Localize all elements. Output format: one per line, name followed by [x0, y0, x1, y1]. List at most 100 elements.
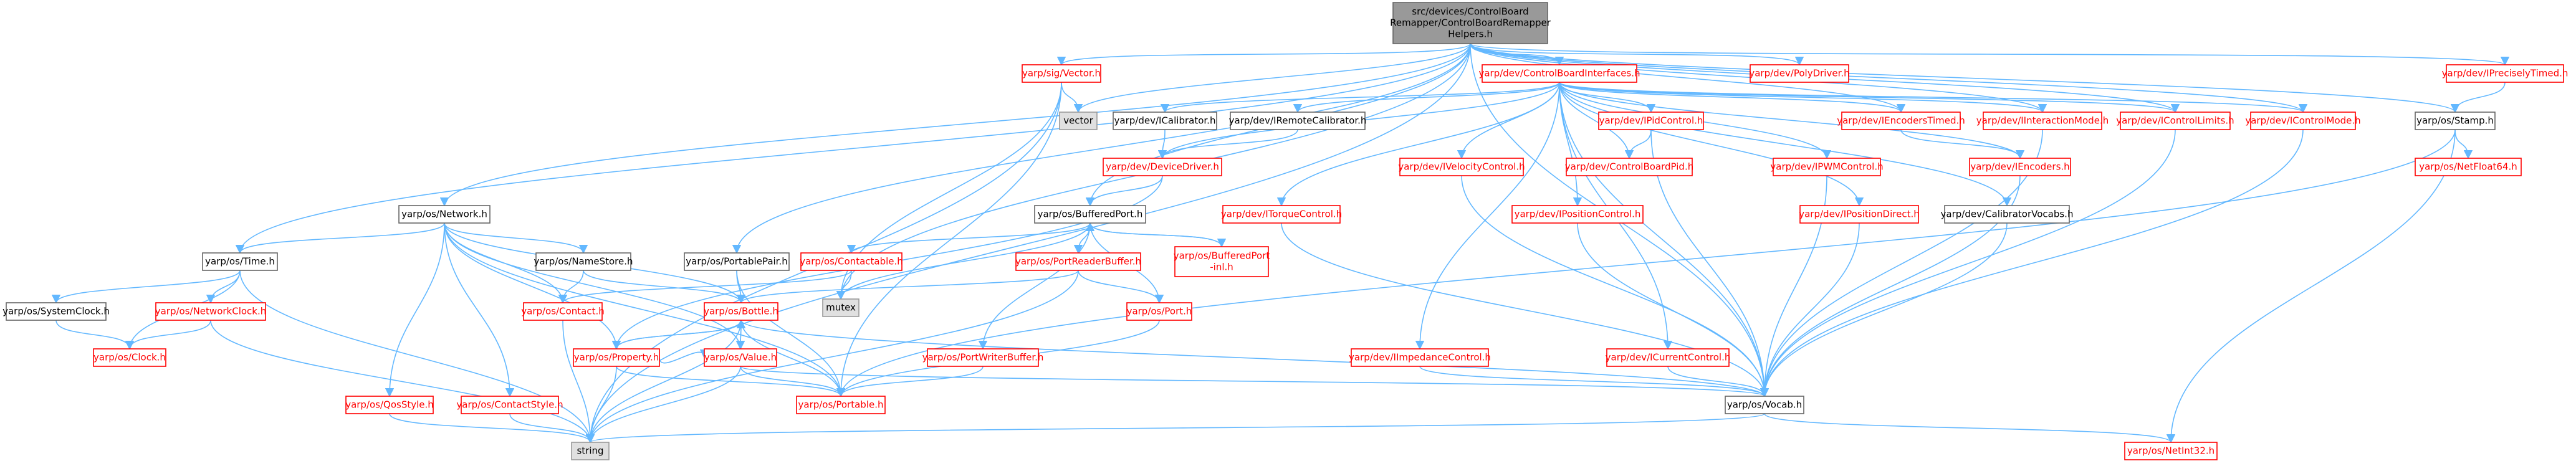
edge-stamp-to-netint32 — [2166, 129, 2456, 444]
node-contactable[interactable]: yarp/os/Contactable.h — [800, 252, 903, 271]
node-box-ipositiondirect — [1799, 205, 1919, 224]
node-label-ipwm: yarp/dev/IPWMControl.h — [1770, 161, 1883, 173]
node-label-sig_vector: yarp/sig/Vector.h — [1022, 68, 1101, 79]
node-namestore[interactable]: yarp/os/NameStore.h — [534, 252, 633, 271]
node-polydriver[interactable]: yarp/dev/PolyDriver.h — [1749, 64, 1850, 83]
node-ipositioncontrol[interactable]: yarp/dev/IPositionControl.h — [1511, 205, 1644, 224]
node-bufferedport[interactable]: yarp/os/BufferedPort.h — [1034, 205, 1146, 224]
node-netfloat64[interactable]: yarp/os/NetFloat64.h — [2415, 158, 2522, 176]
node-contact[interactable]: yarp/os/Contact.h — [521, 302, 605, 321]
node-label-mutex: mutex — [826, 302, 856, 313]
node-networkclock[interactable]: yarp/os/NetworkClock.h — [155, 302, 267, 321]
node-time[interactable]: yarp/os/Time.h — [202, 252, 278, 271]
node-label-polydriver: yarp/dev/PolyDriver.h — [1749, 68, 1849, 79]
node-stamp[interactable]: yarp/os/Stamp.h — [2415, 112, 2496, 130]
node-box-portreaderbuffer — [1015, 252, 1141, 271]
edge-value-to-string — [585, 366, 741, 444]
node-netint32[interactable]: yarp/os/NetInt32.h — [2124, 442, 2218, 460]
node-property[interactable]: yarp/os/Property.h — [573, 348, 660, 367]
node-mutex: mutex — [822, 298, 859, 317]
edge-iremotecal-to-devicedriver — [1157, 129, 1298, 159]
node-label-iremotecal: yarp/dev/IRemoteCalibrator.h — [1229, 115, 1367, 126]
node-box-iencoders — [1969, 158, 2071, 176]
node-iencoderstimed[interactable]: yarp/dev/IEncodersTimed.h — [1837, 112, 1965, 130]
node-iremotecal[interactable]: yarp/dev/IRemoteCalibrator.h — [1229, 112, 1367, 130]
node-iinteraction[interactable]: yarp/dev/IInteractionMode.h — [1976, 112, 2109, 130]
edge-portreaderbuffer-to-port — [1078, 270, 1164, 304]
node-label-iinteraction: yarp/dev/IInteractionMode.h — [1976, 115, 2109, 126]
node-itorque[interactable]: yarp/dev/ITorqueControl.h — [1221, 205, 1342, 224]
node-box-icalibrator — [1113, 112, 1217, 130]
node-systemclock[interactable]: yarp/os/SystemClock.h — [2, 302, 110, 321]
node-box-vocab — [1725, 396, 1804, 414]
node-icontrollimits[interactable]: yarp/dev/IControlLimits.h — [2116, 112, 2234, 130]
edge-icontrolmode-to-vocab — [1760, 129, 2304, 397]
edge-calibratorvocabs-to-vocab — [1760, 222, 2008, 397]
node-box-calibratorvocabs — [1944, 205, 2070, 224]
node-portable[interactable]: yarp/os/Portable.h — [796, 396, 886, 414]
node-portwriterbuffer[interactable]: yarp/os/PortWriterBuffer.h — [922, 348, 1044, 367]
node-ipositiondirect[interactable]: yarp/dev/IPositionDirect.h — [1799, 205, 1920, 224]
edge-property-to-bottle — [616, 319, 746, 349]
node-box-icurrent — [1606, 348, 1730, 367]
node-iprecisely[interactable]: yarp/dev/IPreciselyTimed.h — [2442, 64, 2569, 83]
node-box-network — [398, 205, 491, 224]
node-box-icontrollimits — [2120, 112, 2231, 130]
node-value[interactable]: yarp/os/Value.h — [704, 348, 777, 367]
node-qosstyle[interactable]: yarp/os/QosStyle.h — [345, 396, 434, 414]
node-root[interactable]: src/devices/ControlBoardRemapper/Control… — [1390, 2, 1551, 44]
edge-ipidcontrol-to-cbpid — [1624, 129, 1652, 159]
edge-network-to-namestore — [444, 222, 588, 254]
node-box-time — [202, 252, 278, 271]
node-network[interactable]: yarp/os/Network.h — [398, 205, 491, 224]
edge-cbi-to-calibratorvocabs — [1559, 82, 2012, 207]
node-calibratorvocabs[interactable]: yarp/dev/CalibratorVocabs.h — [1941, 205, 2074, 224]
node-iencoders[interactable]: yarp/dev/IEncoders.h — [1969, 158, 2071, 176]
node-ivelocity[interactable]: yarp/dev/IVelocityControl.h — [1398, 158, 1525, 176]
edge-value-to-bottle — [736, 319, 746, 349]
node-icurrent[interactable]: yarp/dev/ICurrentControl.h — [1606, 348, 1731, 367]
node-port[interactable]: yarp/os/Port.h — [1126, 302, 1192, 321]
node-box-portwriterbuffer — [927, 348, 1039, 367]
edge-bottle-to-vocab — [740, 320, 1769, 397]
node-icalibrator[interactable]: yarp/dev/ICalibrator.h — [1113, 112, 1217, 130]
node-label-bufferedport: yarp/os/BufferedPort.h — [1038, 209, 1143, 220]
node-box-sig_vector — [1022, 64, 1101, 83]
node-box-netfloat64 — [2415, 158, 2522, 176]
node-iimpedance[interactable]: yarp/dev/IImpedanceControl.h — [1349, 348, 1491, 367]
edge-cbi-to-iremotecal — [1293, 82, 1560, 113]
node-contactstyle[interactable]: yarp/os/ContactStyle.h — [456, 396, 563, 414]
node-box-systemclock — [6, 302, 107, 321]
edge-root-to-string — [585, 43, 1471, 444]
edge-portablepair-to-portable — [736, 270, 846, 397]
node-portablepair[interactable]: yarp/os/PortablePair.h — [684, 252, 790, 271]
node-devicedriver[interactable]: yarp/dev/DeviceDriver.h — [1103, 158, 1222, 176]
node-portreaderbuffer[interactable]: yarp/os/PortReaderBuffer.h — [1015, 252, 1141, 271]
edge-namestore-to-bottle — [583, 270, 746, 304]
node-bottle[interactable]: yarp/os/Bottle.h — [704, 302, 778, 321]
node-ipwm[interactable]: yarp/dev/IPWMControl.h — [1770, 158, 1884, 176]
edge-icontrollimits-to-vocab — [1760, 129, 2176, 397]
node-label-ipidcontrol: yarp/dev/IPidControl.h — [1599, 115, 1703, 126]
node-icontrolmode[interactable]: yarp/dev/IControlMode.h — [2245, 112, 2361, 130]
edge-network-to-qosstyle — [385, 222, 445, 397]
edge-network-to-time — [235, 222, 445, 254]
node-string: string — [571, 442, 610, 460]
node-label-icurrent: yarp/dev/ICurrentControl.h — [1606, 352, 1731, 363]
node-box-iremotecal — [1230, 112, 1366, 130]
dependency-edges — [51, 43, 2509, 444]
edge-ipositioncontrol-to-vocab — [1577, 222, 1769, 397]
node-label-netfloat64: yarp/os/NetFloat64.h — [2419, 161, 2517, 173]
node-box-vector — [1059, 112, 1098, 130]
edge-vocab-to-string — [586, 413, 1765, 444]
node-bufferedportinl[interactable]: yarp/os/BufferedPort-inl.h — [1174, 246, 1270, 277]
node-cbi[interactable]: yarp/dev/ControlBoardInterfaces.h — [1478, 64, 1640, 83]
node-clock[interactable]: yarp/os/Clock.h — [93, 348, 166, 367]
node-label-bottle: yarp/os/Bottle.h — [704, 306, 778, 317]
node-cbpid[interactable]: yarp/dev/ControlBoardPid.h — [1565, 158, 1693, 176]
node-label-iencoderstimed: yarp/dev/IEncodersTimed.h — [1837, 115, 1965, 126]
node-ipidcontrol[interactable]: yarp/dev/IPidControl.h — [1598, 112, 1704, 130]
node-box-ipidcontrol — [1598, 112, 1704, 130]
node-sig_vector[interactable]: yarp/sig/Vector.h — [1022, 64, 1101, 83]
node-vocab[interactable]: yarp/os/Vocab.h — [1725, 396, 1804, 414]
